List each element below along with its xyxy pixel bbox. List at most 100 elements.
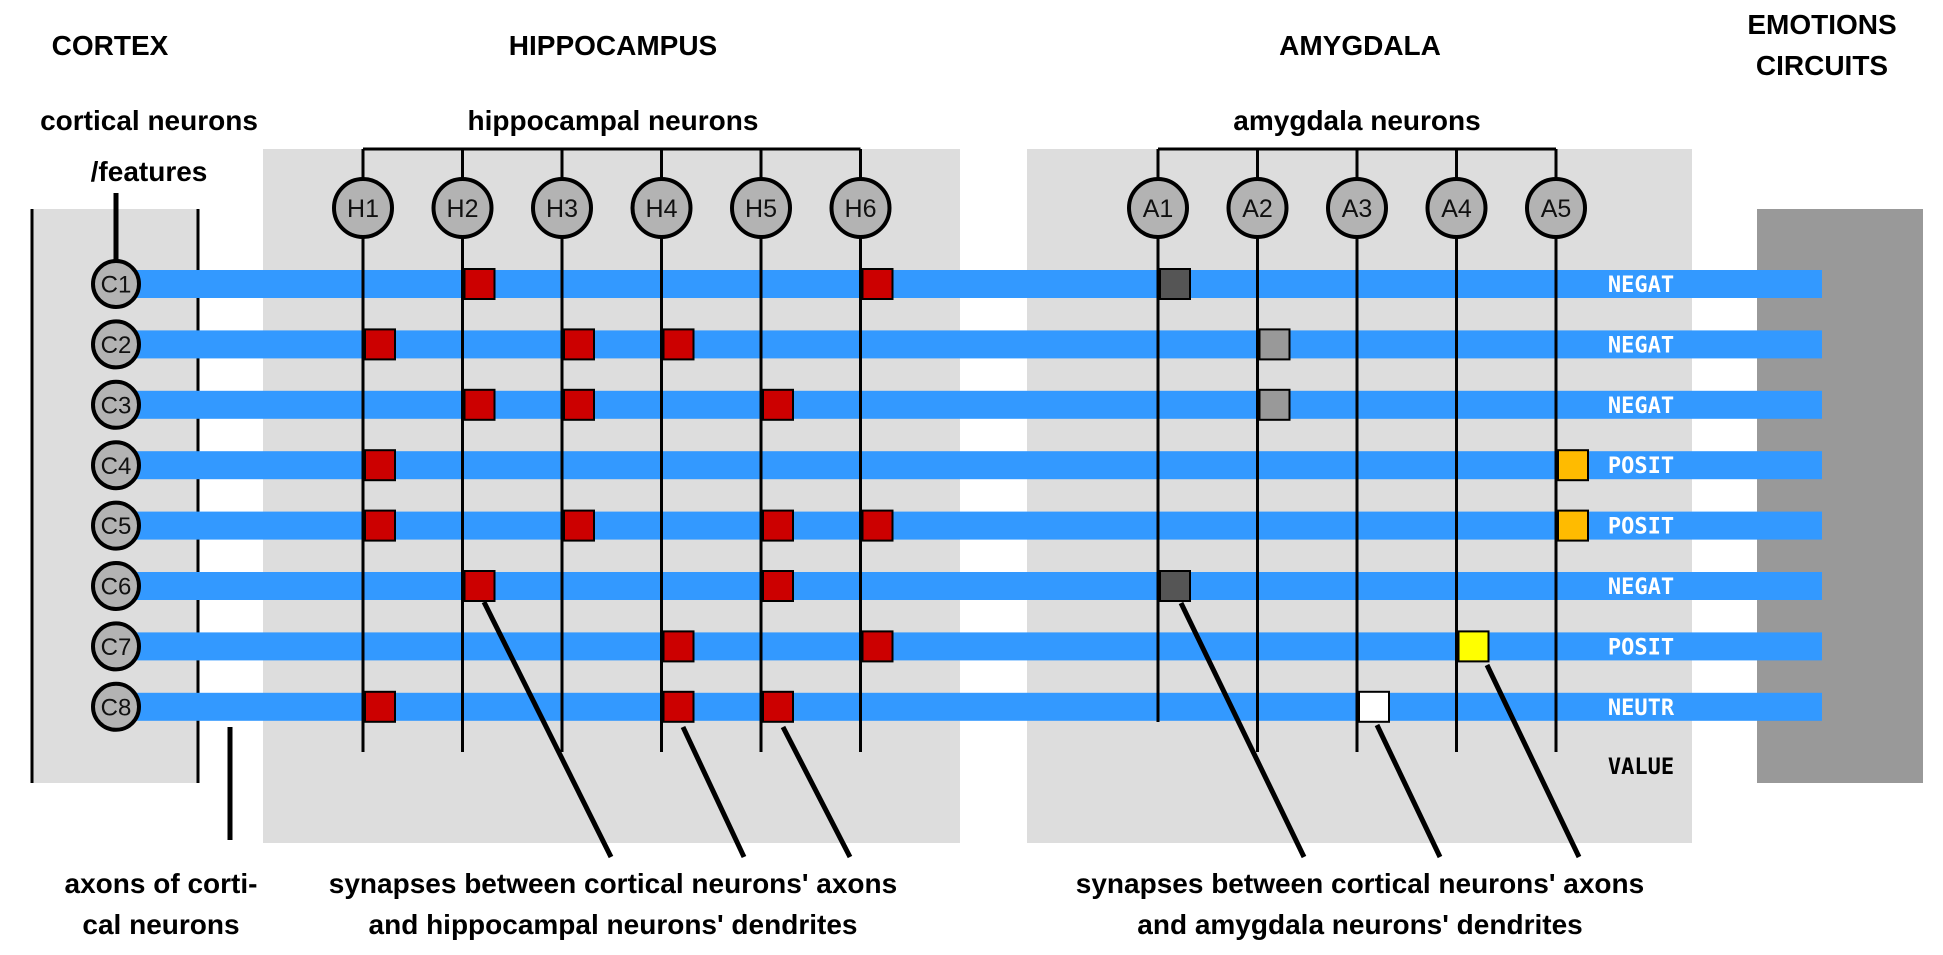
cortex-header: CORTEX xyxy=(52,30,169,61)
synapse-c5-h5 xyxy=(762,509,794,542)
hippo-synapse-annotation-line1: synapses between cortical neurons' axons xyxy=(329,868,897,899)
neuron-a3: A3 xyxy=(1326,177,1388,239)
emotions-header-line1: EMOTIONS xyxy=(1747,9,1896,40)
value-label-4: POSIT xyxy=(1608,454,1674,479)
synapse-c6-h5 xyxy=(762,570,794,602)
neuron-circle xyxy=(531,177,593,239)
axon-c6 xyxy=(130,572,1822,600)
neuron-c4: C4 xyxy=(91,440,141,491)
synapse-c8-a3 xyxy=(1358,690,1390,723)
amyg-pointer-2 xyxy=(1374,723,1443,859)
neuron-h5: H5 xyxy=(730,177,792,239)
amyg-pointer-1 xyxy=(1178,601,1307,859)
neuron-c3: C3 xyxy=(91,379,141,430)
emotions-header-line2: CIRCUITS xyxy=(1756,50,1888,81)
synapse-c1-h6 xyxy=(861,268,894,300)
synapse-c8-h4 xyxy=(662,690,695,723)
neuron-circle xyxy=(91,440,141,491)
neuron-circle xyxy=(829,177,892,239)
neuron-circle xyxy=(1326,177,1388,239)
synapse-c7-a4 xyxy=(1457,630,1490,663)
neuron-circle xyxy=(91,621,141,672)
neuron-c7: C7 xyxy=(91,621,141,672)
value-header: VALUE xyxy=(1608,755,1674,780)
neuron-circle xyxy=(91,561,141,611)
emotions-circuits-box xyxy=(1757,209,1923,783)
neuron-label: A1 xyxy=(1143,195,1174,223)
neuron-circle xyxy=(431,177,494,239)
hippocampus-header: HIPPOCAMPUS xyxy=(509,30,717,61)
synapse-c1-h2 xyxy=(463,268,496,300)
axon-c2 xyxy=(130,330,1822,359)
neuron-label: C5 xyxy=(101,513,132,540)
neuron-h4: H4 xyxy=(630,177,693,239)
neuron-label: C8 xyxy=(101,694,132,721)
synapse-c3-h5 xyxy=(762,388,794,421)
neuron-label: A3 xyxy=(1342,195,1373,223)
neuron-label: H4 xyxy=(646,195,678,223)
axon-c4 xyxy=(130,451,1822,480)
synapse-c7-h4 xyxy=(662,630,695,663)
neuron-circle xyxy=(332,177,394,239)
neuron-label: H2 xyxy=(447,195,479,223)
neuron-label: H6 xyxy=(845,195,877,223)
neuron-label: A5 xyxy=(1541,195,1572,223)
neuron-circle xyxy=(1127,177,1189,239)
synapse-c5-h3 xyxy=(563,509,595,542)
neuron-circle xyxy=(730,177,792,239)
axons-annotation-line2: cal neurons xyxy=(82,909,239,940)
value-label-3: NEGAT xyxy=(1608,394,1674,419)
synapse-c6-a1 xyxy=(1159,570,1191,602)
synapse-c1-a1 xyxy=(1159,268,1191,300)
synapses xyxy=(364,268,1589,723)
neuron-a2: A2 xyxy=(1226,177,1289,239)
neuron-circle xyxy=(91,681,141,732)
value-label-7: POSIT xyxy=(1608,635,1674,660)
neuron-h1: H1 xyxy=(332,177,394,239)
neuron-h3: H3 xyxy=(531,177,593,239)
neuron-a5: A5 xyxy=(1525,177,1587,239)
synapse-c3-h3 xyxy=(563,388,595,421)
neuron-c6: C6 xyxy=(91,561,141,611)
hippocampal-neurons-label: hippocampal neurons xyxy=(468,105,759,136)
neuron-a1: A1 xyxy=(1127,177,1189,239)
synapse-c5-a5 xyxy=(1557,509,1589,542)
neuron-a4: A4 xyxy=(1425,177,1488,239)
synapse-c7-h6 xyxy=(861,630,894,663)
neuron-circle xyxy=(91,379,141,430)
neuron-circle xyxy=(1425,177,1488,239)
synapse-c3-a2 xyxy=(1258,388,1291,421)
value-label-5: POSIT xyxy=(1608,515,1674,540)
value-label-8: NEUTR xyxy=(1608,696,1675,721)
neuron-label: A4 xyxy=(1441,195,1472,223)
axon-c1 xyxy=(130,270,1822,298)
hippo-pointer-2 xyxy=(680,725,747,859)
neuron-label: C2 xyxy=(101,332,132,359)
synapse-c8-h5 xyxy=(762,690,794,723)
neuron-c2: C2 xyxy=(91,319,141,370)
neuron-label: C6 xyxy=(101,574,132,601)
hippo-pointer-1 xyxy=(481,600,614,859)
neuron-circle xyxy=(91,259,141,309)
synapse-c5-h1 xyxy=(364,509,396,542)
neuron-circle xyxy=(1226,177,1289,239)
neuron-label: H1 xyxy=(347,195,379,223)
synapse-c2-a2 xyxy=(1258,328,1291,361)
neuron-h2: H2 xyxy=(431,177,494,239)
cortical-axons xyxy=(130,270,1822,721)
value-label-2: NEGAT xyxy=(1608,333,1674,358)
synapse-c2-h4 xyxy=(662,328,695,361)
neuron-label: C4 xyxy=(101,453,132,480)
amygdala-neurons-label: amygdala neurons xyxy=(1233,105,1480,136)
amyg-pointer-3 xyxy=(1484,663,1582,859)
hippo-synapse-annotation-line2: and hippocampal neurons' dendrites xyxy=(369,909,858,940)
neuron-circle xyxy=(1525,177,1587,239)
amyg-synapse-annotation-line2: and amygdala neurons' dendrites xyxy=(1137,909,1582,940)
amyg-synapse-annotation-line1: synapses between cortical neurons' axons xyxy=(1076,868,1644,899)
synapse-c2-h3 xyxy=(563,328,595,361)
amygdala-header: AMYGDALA xyxy=(1279,30,1441,61)
synapse-c8-h1 xyxy=(364,690,396,723)
neuron-h6: H6 xyxy=(829,177,892,239)
